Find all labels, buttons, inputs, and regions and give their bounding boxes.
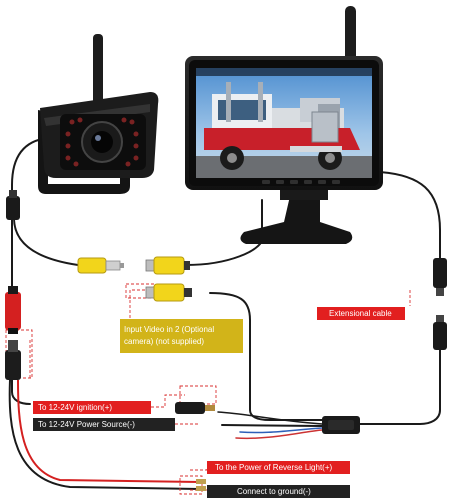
red-dc-socket: [5, 286, 21, 334]
extensional-cable-label: Extensional cable: [317, 307, 405, 320]
ir-leds: [65, 117, 139, 167]
wires: [11, 137, 441, 440]
ignition-plug: [175, 402, 215, 414]
black-wire-tip: [196, 486, 206, 491]
monitor-buttons: [262, 180, 340, 184]
truck-image: [204, 82, 360, 170]
extension-connector-bottom: [433, 315, 447, 350]
backup-camera: [38, 34, 159, 194]
monitor-button: [262, 180, 270, 184]
monitor-button: [318, 180, 326, 184]
monitor-cable: [379, 171, 441, 259]
monitor-button: [276, 180, 284, 184]
monitor-button: [304, 180, 312, 184]
black-ground-wire: [8, 379, 201, 490]
rca-connector-male: [145, 256, 190, 275]
dc-jack-plug: [5, 340, 21, 380]
rca-connector-female: [77, 257, 124, 274]
dc-jack-cable: [11, 377, 31, 405]
camera-cable-connector: [6, 190, 20, 220]
ground-label: Connect to ground(-): [207, 485, 350, 498]
power-source-label: To 12-24V Power Source(-): [33, 418, 175, 431]
monitor-button: [332, 180, 340, 184]
reverse-light-label: To the Power of Reverse Light(+): [207, 461, 350, 474]
extension-connector-top: [433, 258, 447, 296]
monitor-stand: [240, 196, 353, 244]
ignition-label: To 12-24V ignition(+): [33, 401, 151, 414]
rca-connector-input: [145, 283, 192, 302]
camera-antenna: [93, 34, 103, 116]
red-power-wire: [17, 379, 201, 483]
camera-to-rca-cable: [13, 217, 79, 266]
rca-input-cable: [209, 292, 323, 421]
red-wire-tip: [196, 479, 206, 484]
harness-wire-black: [221, 424, 323, 427]
monitor-antenna: [345, 6, 356, 68]
input-video-label: Input Video in 2 (Optional camera) (not …: [120, 319, 243, 353]
monitor-button: [290, 180, 298, 184]
harness-junction: [322, 416, 360, 434]
monitor: [185, 6, 383, 244]
extension-cable: [359, 339, 441, 425]
